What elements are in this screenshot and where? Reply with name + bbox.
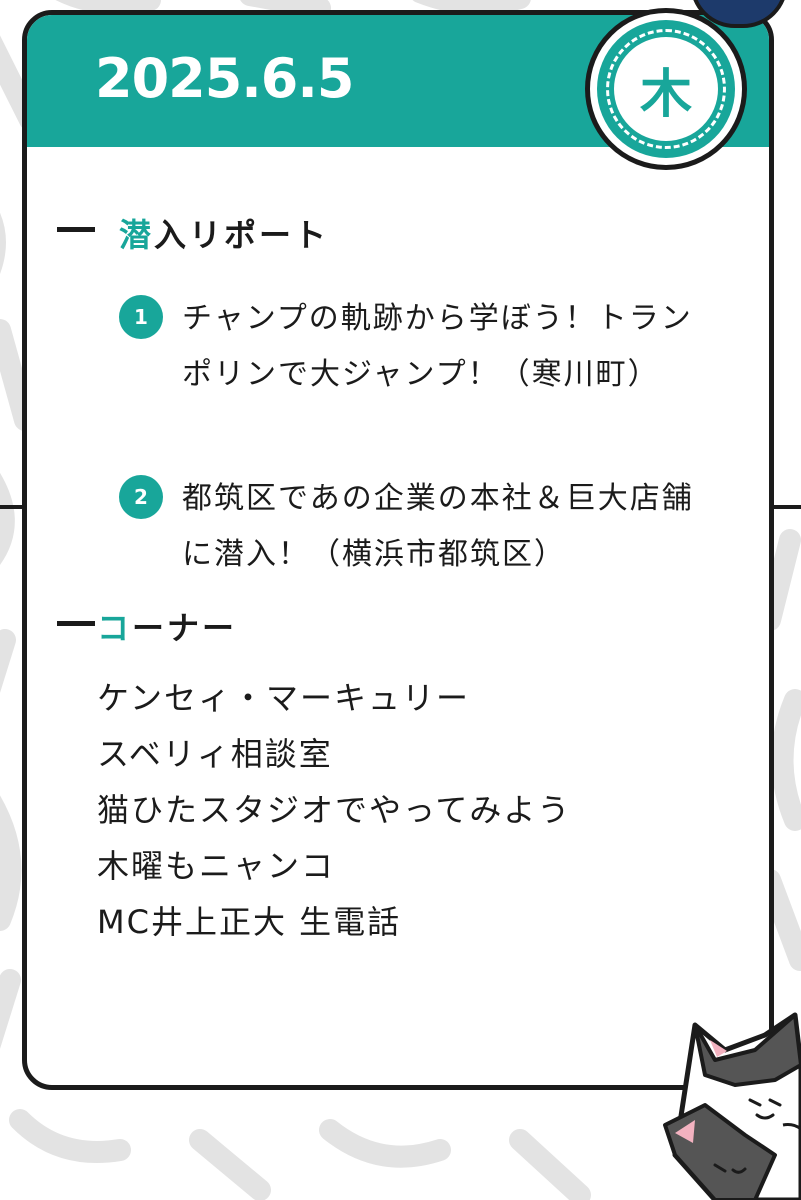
weekday-badge-dashes bbox=[606, 29, 726, 149]
cat-illustration bbox=[663, 1012, 801, 1200]
corner-item: ケンセィ・マーキュリー bbox=[97, 679, 471, 717]
number-badge: 2 bbox=[119, 475, 163, 519]
corner-item: MC井上正大 生電話 bbox=[97, 903, 402, 941]
weekday-badge-ring: 木 bbox=[597, 20, 735, 158]
section-dash bbox=[57, 227, 95, 232]
weekday-badge: 木 bbox=[585, 8, 747, 170]
report-item-text: チャンプの軌跡から学ぼう！トランポリンで大ジャンプ！（寒川町） bbox=[182, 301, 693, 392]
section-title-accent: コ bbox=[97, 609, 133, 647]
corner-item: 猫ひたスタジオでやってみよう bbox=[97, 791, 572, 829]
section-title-rest: ーナー bbox=[132, 609, 238, 647]
corner-list: ケンセィ・マーキュリー スベリィ相談室 猫ひたスタジオでやってみよう 木曜もニャ… bbox=[97, 670, 571, 950]
corner-item: 木曜もニャンコ bbox=[97, 847, 336, 885]
section-title-accent: 潜 bbox=[119, 216, 155, 254]
section-title-report: 潜入リポート bbox=[119, 210, 329, 256]
broadcast-date: 2025.6.5 bbox=[95, 47, 354, 110]
weekday-badge-center: 木 bbox=[614, 37, 718, 141]
weekday-label: 木 bbox=[639, 64, 692, 125]
number-badge: 1 bbox=[119, 295, 163, 339]
section-title-corner: コーナー bbox=[97, 603, 237, 649]
section-dash bbox=[57, 621, 95, 626]
corner-item: スベリィ相談室 bbox=[97, 735, 333, 773]
section-title-rest: 入リポート bbox=[154, 216, 330, 254]
program-card: 2025.6.5 潜入リポート 1 チャンプの軌跡から学ぼう！トランポリンで大ジ… bbox=[22, 10, 774, 1090]
report-item-text: 都筑区であの企業の本社＆巨大店舗に潜入！（横浜市都筑区） bbox=[182, 481, 694, 572]
